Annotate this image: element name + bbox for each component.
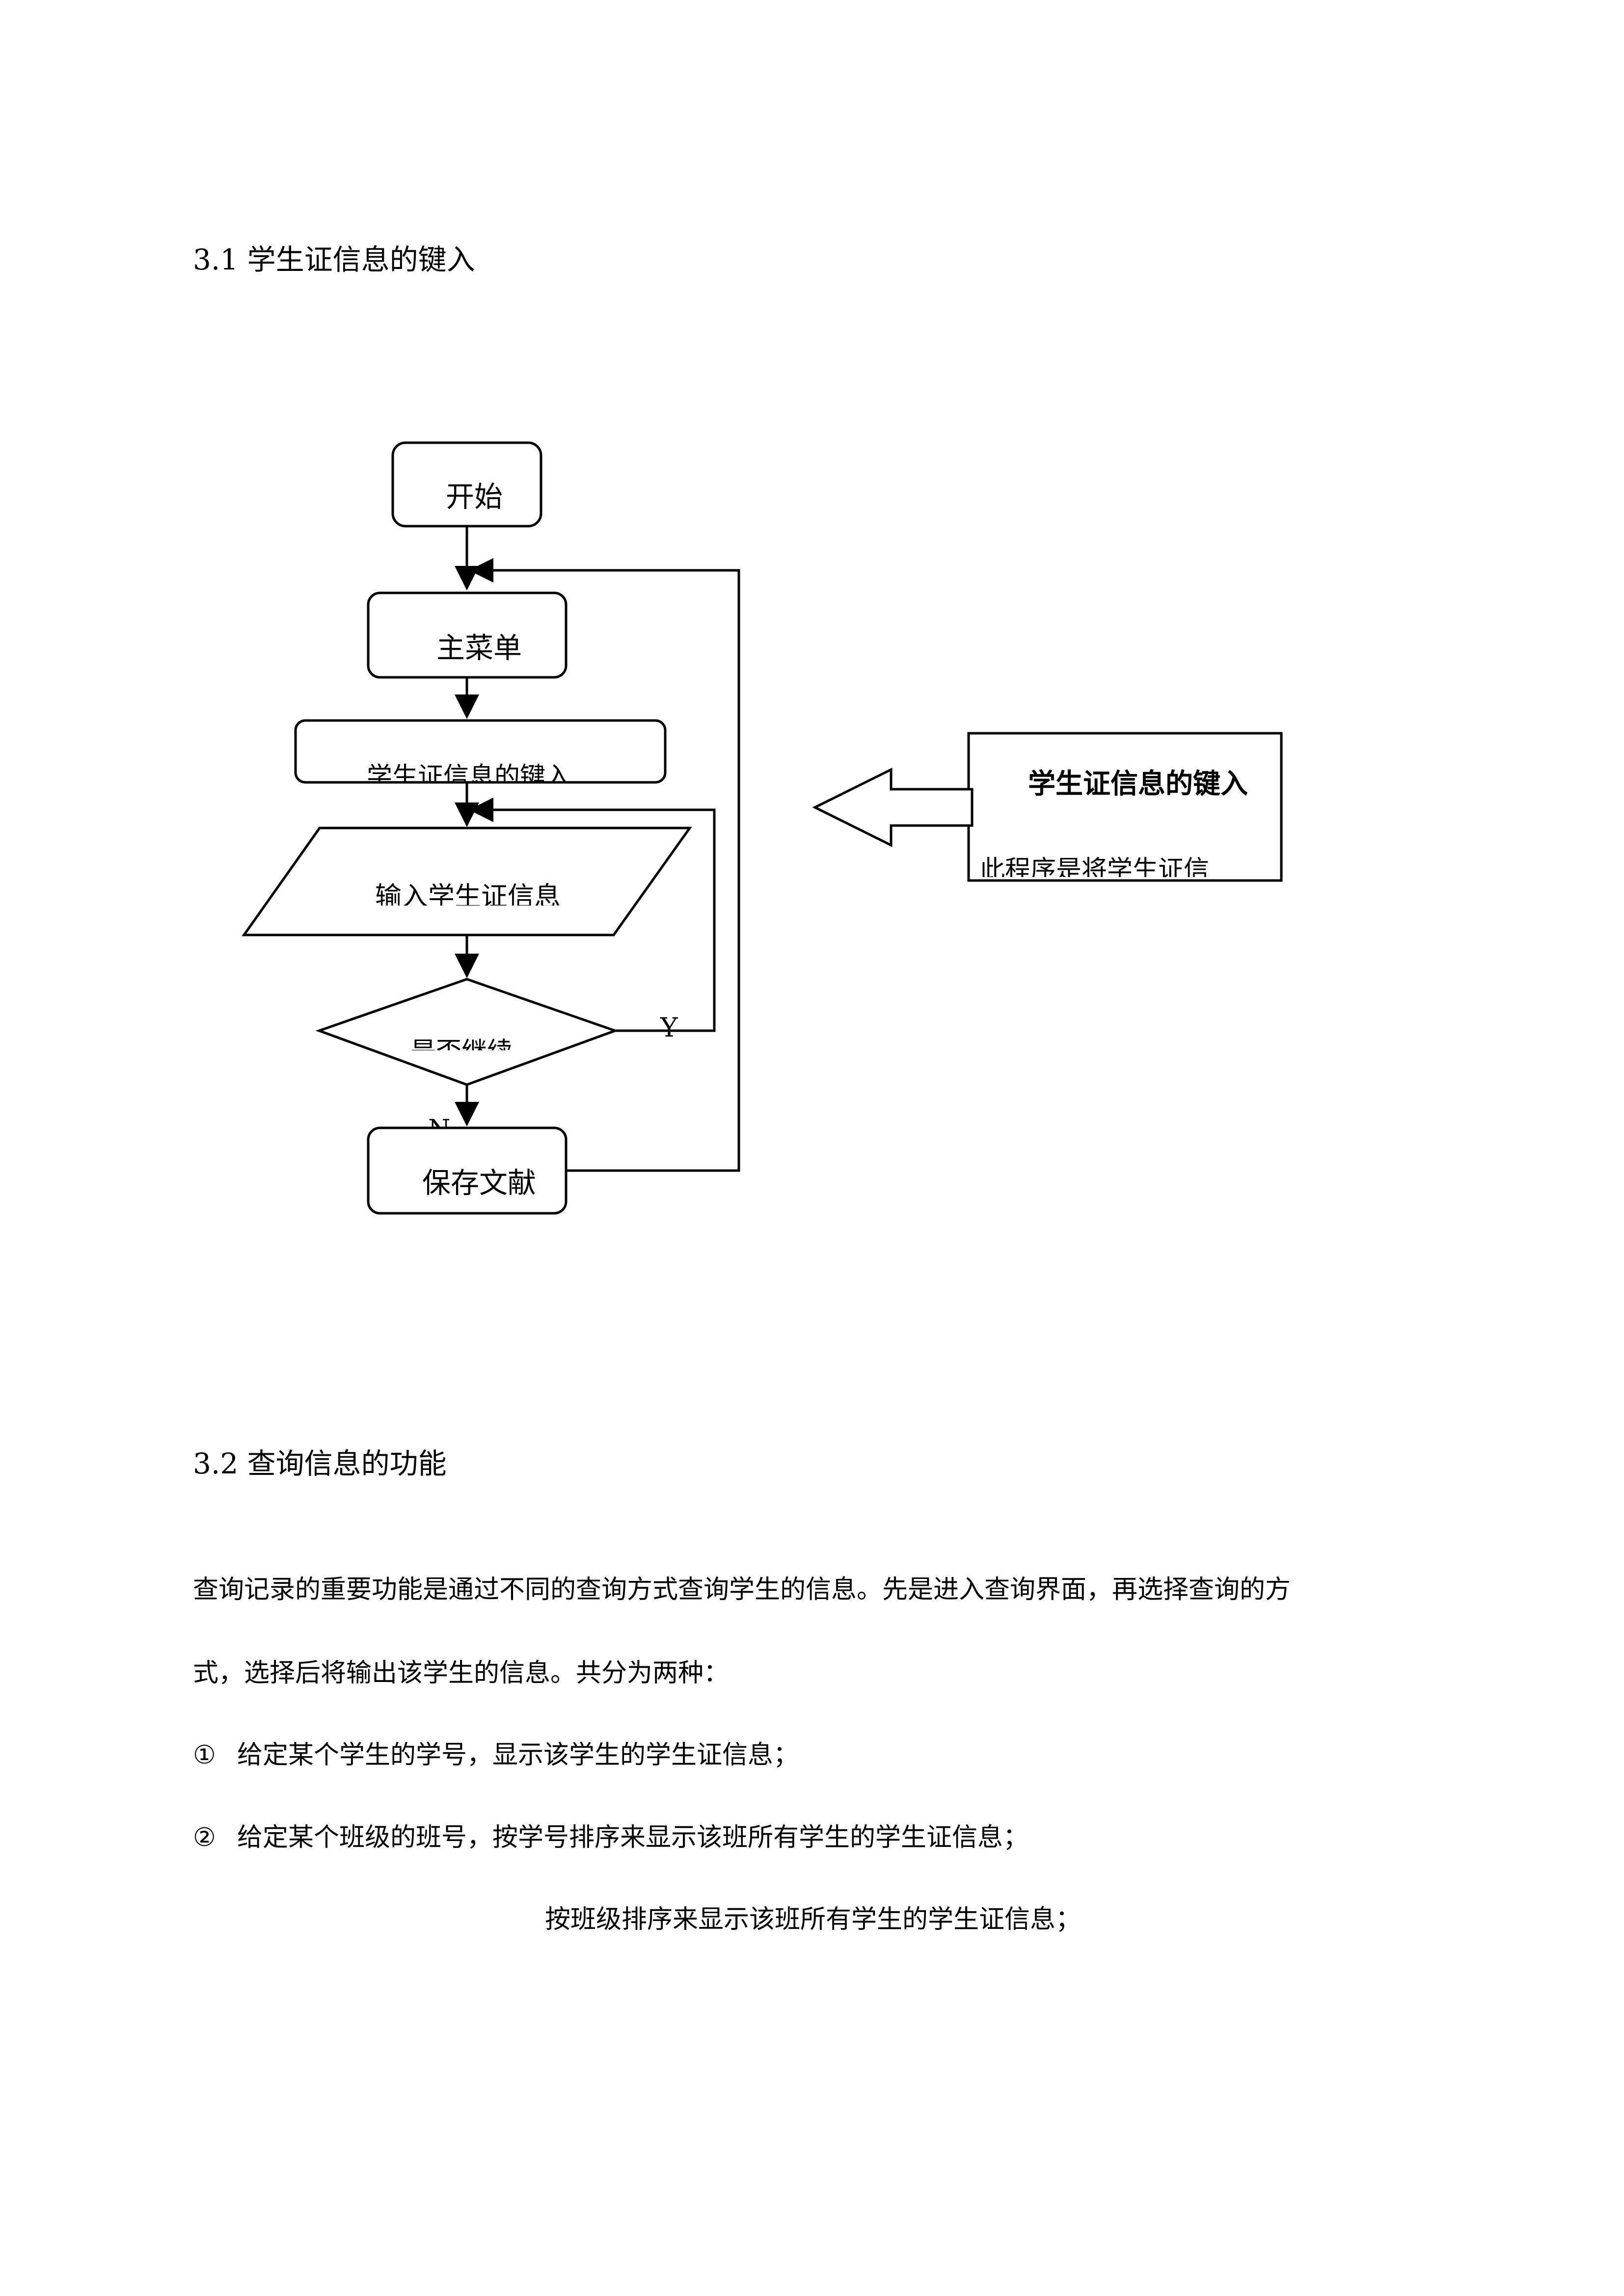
callout-title: 学生证信息的键入 (1028, 768, 1248, 800)
decision-node: 是否继续 (315, 978, 619, 1086)
list-item-1-text: 给定某个学生的学号，显示该学生的学生证信息； (237, 1740, 799, 1770)
input-node: 输入学生证信息 (242, 827, 692, 936)
start-node-label: 开始 (446, 480, 503, 513)
list-item-1: ① 给定某个学生的学号，显示该学生的学生证信息； (193, 1742, 799, 1768)
entry-node: 学生证信息的键入 (294, 719, 667, 792)
callout-description: 此程序是将学生证信 (979, 855, 1209, 885)
save-node: 保存文献 (367, 1126, 568, 1215)
input-node-label: 输入学生证信息 (375, 881, 561, 912)
save-loop-line (469, 558, 740, 1172)
section-3-2-heading: 3.2 查询信息的功能 (193, 1447, 447, 1480)
yes-label: Y (660, 1012, 678, 1043)
paragraph-line-2: 式，选择后将输出该学生的信息。共分为两种： (193, 1658, 730, 1688)
decision-node-label: 是否继续 (410, 1037, 513, 1067)
start-node: 开始 (391, 441, 542, 528)
entry-node-label: 学生证信息的键入 (367, 762, 571, 792)
save-node-label: 保存文献 (422, 1166, 536, 1200)
paragraph-line-1: 查询记录的重要功能是通过不同的查询方式查询学生的信息。先是进入查询界面，再选择查… (193, 1575, 1291, 1604)
list-item-2-text: 给定某个班级的班号，按学号排序来显示该班所有学生的学生证信息； (237, 1823, 1029, 1852)
list-item-1-marker: ① (193, 1740, 216, 1770)
list-item-2: ② 给定某个班级的班号，按学号排序来显示该班所有学生的学生证信息； (193, 1825, 1029, 1850)
main-menu-node: 主菜单 (367, 591, 568, 679)
callout-panel: 学生证信息的键入 此程序是将学生证信 (967, 732, 1283, 885)
list-item-2-marker: ② (193, 1823, 216, 1852)
main-menu-label: 主菜单 (436, 631, 522, 665)
left-pointer-arrow-icon (812, 767, 974, 848)
no-label: N (428, 1115, 451, 1144)
yes-loop-line (469, 798, 716, 1032)
section-3-1-heading: 3.1 学生证信息的键入 (193, 243, 475, 276)
list-item-2-continuation: 按班级排序来显示该班所有学生的学生证信息； (545, 1905, 1082, 1934)
